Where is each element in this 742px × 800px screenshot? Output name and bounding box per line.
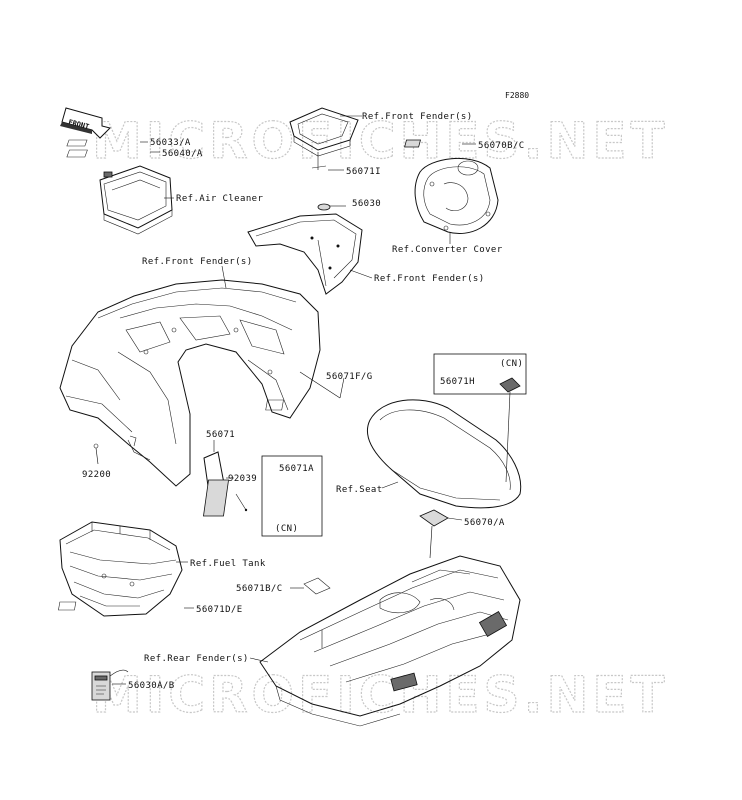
front-fender-inner-panel-part — [247, 203, 363, 295]
label-ref-front-fender-top: Ref.Front Fender(s) — [362, 112, 473, 122]
label-ref-front-fender-left: Ref.Front Fender(s) — [142, 257, 253, 267]
label-ref-converter-cover: Ref.Converter Cover — [392, 245, 503, 255]
label-56071: 56071 — [206, 430, 235, 440]
label-box-56071h: (CN) 56071H — [433, 353, 527, 395]
label-box-56071a: 56071A (CN) — [203, 455, 323, 537]
figure-code: F2880 — [505, 91, 529, 100]
label-cn-56071a: (CN) — [275, 524, 298, 534]
label-ref-front-fender-mid: Ref.Front Fender(s) — [374, 274, 485, 284]
watermark-bottom: MICROFICHES.NET — [92, 666, 669, 724]
label-56040-a: 56040/A — [162, 149, 203, 159]
label-56070bc: 56070B/C — [478, 141, 525, 151]
converter-cover-part — [404, 139, 499, 234]
label-ref-air-cleaner: Ref.Air Cleaner — [176, 194, 263, 204]
fuel-tank-part — [59, 521, 183, 617]
label-ref-seat: Ref.Seat — [336, 485, 383, 495]
label-ref-rear-fender: Ref.Rear Fender(s) — [144, 654, 249, 664]
label-92039: 92039 — [228, 474, 257, 484]
label-56030ab: 56030A/B — [128, 681, 175, 691]
label-56030: 56030 — [352, 199, 381, 209]
warning-tag-part — [91, 669, 129, 701]
label-56071i: 56071I — [346, 167, 381, 177]
label-56071h: 56071H — [440, 377, 475, 387]
label-56033-a: 56033/A — [150, 138, 191, 148]
label-92200: 92200 — [82, 470, 111, 480]
air-cleaner-cover-part — [66, 139, 173, 235]
front-arrow-icon: FRONT — [60, 107, 111, 139]
label-56070a: 56070/A — [464, 518, 505, 528]
label-56071bc: 56071B/C — [236, 584, 283, 594]
label-56071fg: 56071F/G — [326, 372, 373, 382]
label-ref-fuel-tank: Ref.Fuel Tank — [190, 559, 266, 569]
rear-fender-part — [259, 555, 521, 727]
watermark-top: MICROFICHES.NET — [92, 112, 669, 170]
label-cn-56071h: (CN) — [500, 359, 523, 369]
front-fender-main-part — [59, 279, 321, 487]
label-56071a: 56071A — [279, 464, 314, 474]
label-56071de: 56071D/E — [196, 605, 243, 615]
seat-part — [367, 399, 522, 509]
